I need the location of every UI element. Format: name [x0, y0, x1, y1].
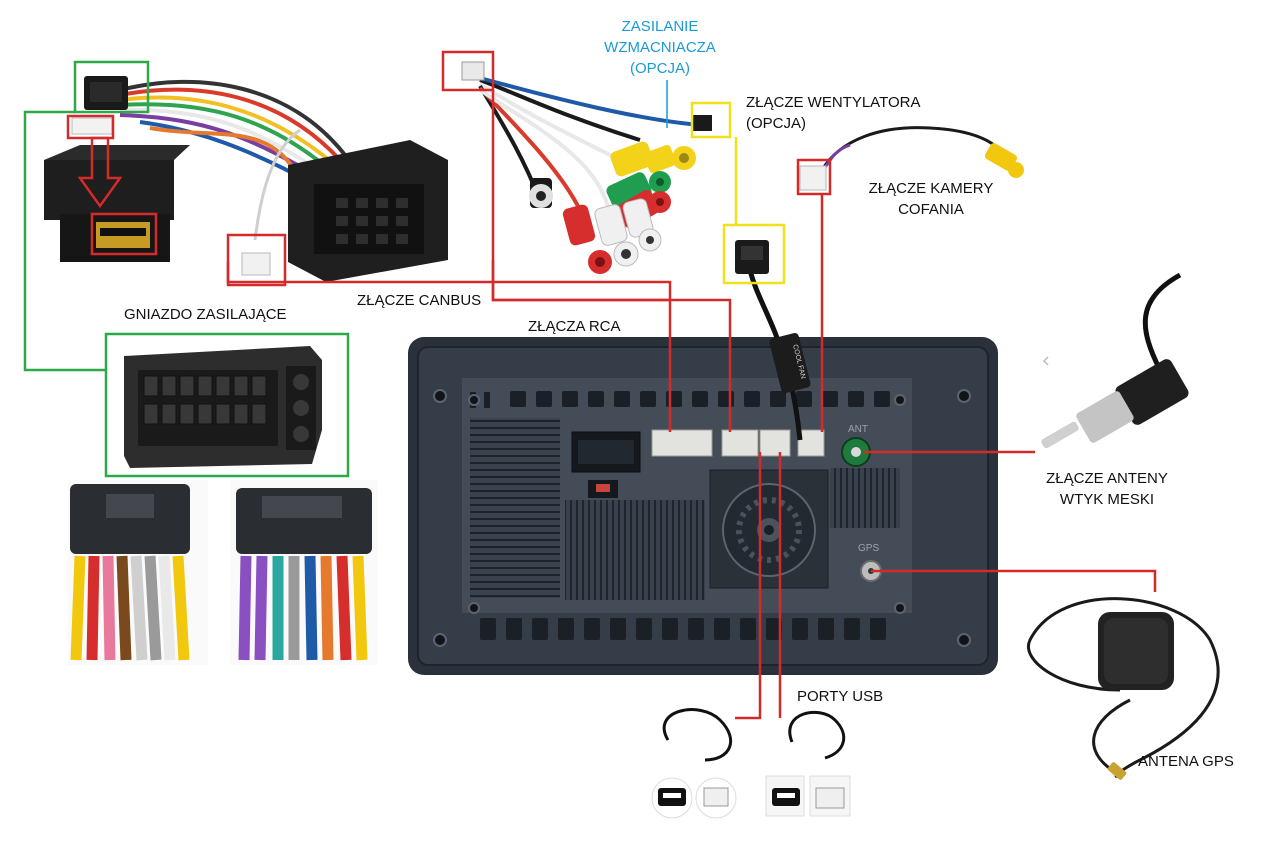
- head-unit-back-panel: [408, 337, 998, 675]
- amp-power-line-1: ZASILANIE: [621, 18, 699, 35]
- gps-antenna-label: ANTENA GPS: [1138, 753, 1234, 770]
- fan-connector-line-2: (OPCJA): [746, 115, 806, 132]
- rear-camera-cable: [799, 126, 1024, 191]
- fan-connector-line-1: ZŁĄCZE WENTYLATORA: [746, 94, 921, 111]
- power-socket-label: GNIAZDO ZASILAJĄCE: [124, 306, 287, 323]
- panel-ant-marking: ANT: [848, 424, 868, 435]
- antenna-arrow-icon: [1042, 356, 1049, 366]
- usb-ports-label: PORTY USB: [797, 688, 884, 705]
- power-socket-image: [124, 346, 322, 468]
- usb-cable-left: [651, 708, 737, 819]
- antenna-connector-label: ZŁĄCZE ANTENY WTYK MESKI: [1022, 468, 1192, 510]
- amp-power-label: ZASILANIE WZMACNIACZA (OPCJA): [585, 16, 735, 79]
- red-arrow-icon: [77, 136, 123, 209]
- antenna-line-1: ZŁĄCZE ANTENY: [1046, 470, 1168, 487]
- gps-antenna: [1027, 597, 1220, 780]
- usb-cable-right: [765, 710, 851, 817]
- panel-gps-marking: GPS: [858, 543, 879, 554]
- rca-cable-bundle: [461, 61, 712, 274]
- green-callout: [23, 60, 350, 478]
- radio-antenna-plug: [1041, 272, 1189, 449]
- canbus-label: ZŁĄCZE CANBUS: [357, 292, 482, 309]
- fan-connector-label: ZŁĄCZE WENTYLATORA (OPCJA): [746, 92, 920, 134]
- rear-camera-label: ZŁĄCZE KAMERY COFANIA: [856, 178, 1006, 220]
- amp-power-line-2: WZMACNIACZA: [604, 39, 716, 56]
- main-harness: [84, 76, 448, 282]
- red-callouts: [66, 50, 1157, 720]
- adapter-box: [44, 117, 190, 262]
- yellow-callouts: [690, 101, 786, 285]
- iso-connector-left: [68, 480, 208, 665]
- fan-connector-plug: [735, 240, 769, 274]
- rear-camera-line-1: ZŁĄCZE KAMERY: [868, 180, 994, 197]
- iso-connector-right: [230, 480, 378, 665]
- amp-power-line-3: (OPCJA): [630, 60, 690, 77]
- rca-label: ZŁĄCZA RCA: [528, 318, 621, 335]
- rear-camera-line-2: COFANIA: [898, 201, 964, 218]
- antenna-line-2: WTYK MESKI: [1059, 491, 1155, 508]
